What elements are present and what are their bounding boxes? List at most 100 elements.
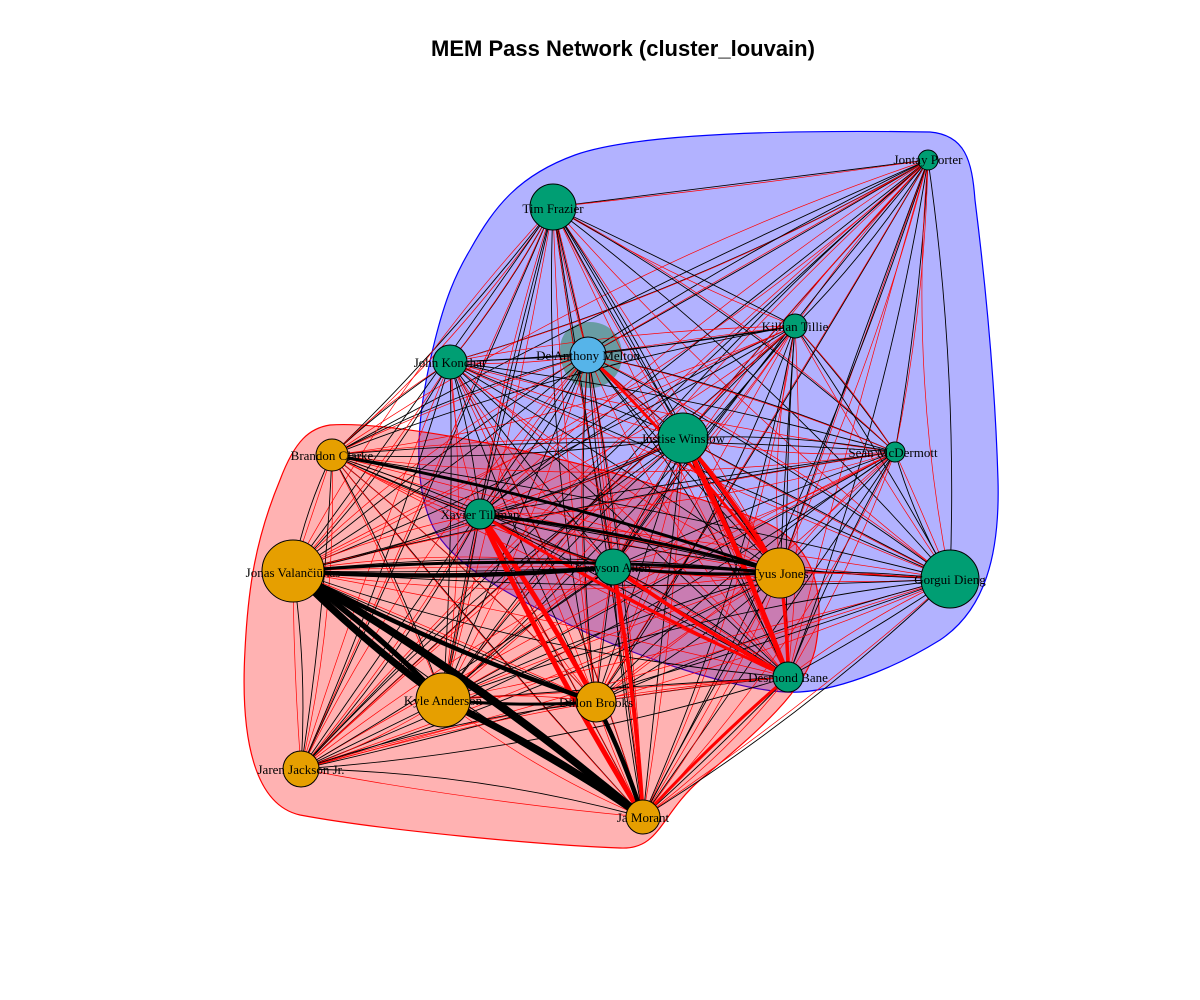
edge-tim-jontay [552, 159, 929, 208]
edge-sean-deanthony [587, 354, 896, 453]
edge-tim-ja [552, 206, 644, 818]
node-label-justise: Justise Winslow [641, 431, 726, 446]
edge-xavier-jaren [300, 513, 481, 770]
heavy-red-edge-ja-grayson [611, 566, 645, 818]
node-label-jaren: Jaren Jackson Jr. [257, 762, 344, 777]
heavy-red-edge-justise-desmond [680, 436, 791, 678]
edge-grayson-jontay [612, 159, 929, 568]
edge-jontay-jaren [300, 159, 929, 770]
edge-jontay-deanthony [587, 159, 929, 356]
heavy-edge-jonas-tyus [292, 560, 781, 575]
edge-killian-sean [794, 325, 896, 453]
edge-tim-xavier [479, 206, 554, 515]
edge-brandon-sean [331, 451, 896, 473]
edge-xavier-jontay [479, 159, 929, 515]
node-tim[interactable] [529, 183, 577, 231]
edge-kyle-john [442, 361, 459, 701]
edge-dillon-jaren [300, 701, 597, 770]
edge-ja-jaren [300, 768, 644, 818]
node-desmond[interactable] [772, 661, 804, 693]
edge-kyle-tyus [442, 572, 781, 701]
edge-sean-killian [794, 325, 896, 453]
edge-xavier-sean [479, 451, 896, 515]
edge-grayson-desmond [612, 566, 789, 678]
edge-john-tyus [449, 361, 781, 574]
node-xavier[interactable] [464, 498, 496, 530]
edge-john-jonas [292, 361, 451, 572]
edge-ja-desmond [642, 676, 789, 818]
node-label-brandon: Brandon Clarke [291, 448, 374, 463]
edge-jontay-killian [794, 159, 929, 327]
heavy-red-edge-dillon-xavier [477, 512, 599, 704]
edge-killian-kyle [442, 325, 796, 701]
node-sean[interactable] [884, 441, 906, 463]
node-john[interactable] [432, 344, 468, 380]
edge-jaren-xavier [300, 513, 481, 770]
heavy-red-edge-ja-desmond [641, 675, 789, 819]
node-label-jonas: Jonas Valančiūnas [246, 565, 341, 580]
edge-sean-brandon [331, 441, 896, 456]
node-label-jontay: Jontay Porter [894, 152, 964, 167]
node-label-dillon: Dillon Brooks [559, 695, 633, 710]
edge-sean-xavier [479, 451, 896, 515]
edge-gorgui-kyle [442, 578, 951, 701]
edge-john-kyle [442, 361, 452, 701]
edge-tyus-tim [552, 206, 781, 574]
heavy-edge-kyle-ja-b [441, 697, 645, 820]
edge-jontay-tim [552, 159, 929, 208]
edge-dillon-john [449, 361, 597, 703]
edge-sean-jontay [894, 159, 929, 453]
edge-brandon-jaren [300, 454, 333, 770]
edge-jonas-dillon [292, 570, 597, 703]
node-killian[interactable] [782, 313, 808, 339]
edge-grayson-ja [612, 566, 644, 818]
edge-ja-john [449, 361, 644, 818]
edge-jonas-desmond [292, 570, 789, 678]
node-gorgui[interactable] [920, 549, 980, 609]
node-justise[interactable] [657, 412, 709, 464]
edge-sean-kyle [442, 451, 896, 701]
edge-tim-gorgui [552, 206, 951, 580]
edge-grayson-killian [612, 325, 796, 568]
edge-killian-jaren [300, 325, 796, 770]
edge-brandon-justise [331, 437, 684, 456]
edge-jaren-killian [300, 325, 796, 770]
edge-gorgui-jontay [921, 159, 951, 580]
edge-jontay-dillon [595, 159, 929, 703]
heavy-edge-brandon-tyus [331, 453, 781, 575]
node-jonas[interactable] [261, 539, 325, 603]
edge-gorgui-justise [682, 437, 951, 580]
node-jaren[interactable] [282, 750, 320, 788]
edge-justise-jaren [300, 437, 684, 770]
edge-jontay-sean [894, 159, 929, 453]
edge-john-grayson [449, 361, 614, 568]
edge-jaren-tim [300, 206, 554, 770]
node-grayson[interactable] [594, 548, 632, 586]
edge-ja-brandon [331, 454, 644, 818]
node-ja[interactable] [625, 799, 661, 835]
edge-gorgui-jaren [300, 578, 951, 770]
node-jontay[interactable] [917, 149, 939, 171]
node-dillon[interactable] [575, 681, 617, 723]
edge-jontay-desmond [787, 159, 929, 678]
edge-desmond-john [449, 361, 789, 678]
edge-deanthony-jontay [587, 159, 929, 356]
node-kyle[interactable] [415, 672, 471, 728]
edge-jonas-killian [292, 325, 796, 572]
cluster-layer [243, 130, 999, 849]
node-tyus[interactable] [754, 547, 806, 599]
edge-john-killian [449, 325, 796, 363]
edge-john-xavier [449, 361, 481, 515]
node-deanthony[interactable] [569, 336, 607, 374]
edge-xavier-gorgui [479, 513, 951, 580]
node-label-tyus: Tyus Jones [751, 566, 808, 581]
edge-desmond-ja [642, 676, 789, 818]
edge-justise-john [449, 361, 684, 439]
edge-justise-gorgui [682, 437, 951, 580]
heavy-edge-jonas-grayson [292, 564, 614, 578]
edge-ja-jontay [642, 159, 929, 818]
node-brandon[interactable] [315, 438, 349, 472]
edge-tim-jonas [292, 206, 554, 572]
heavy-red-edge-xavier-desmond [479, 512, 789, 679]
